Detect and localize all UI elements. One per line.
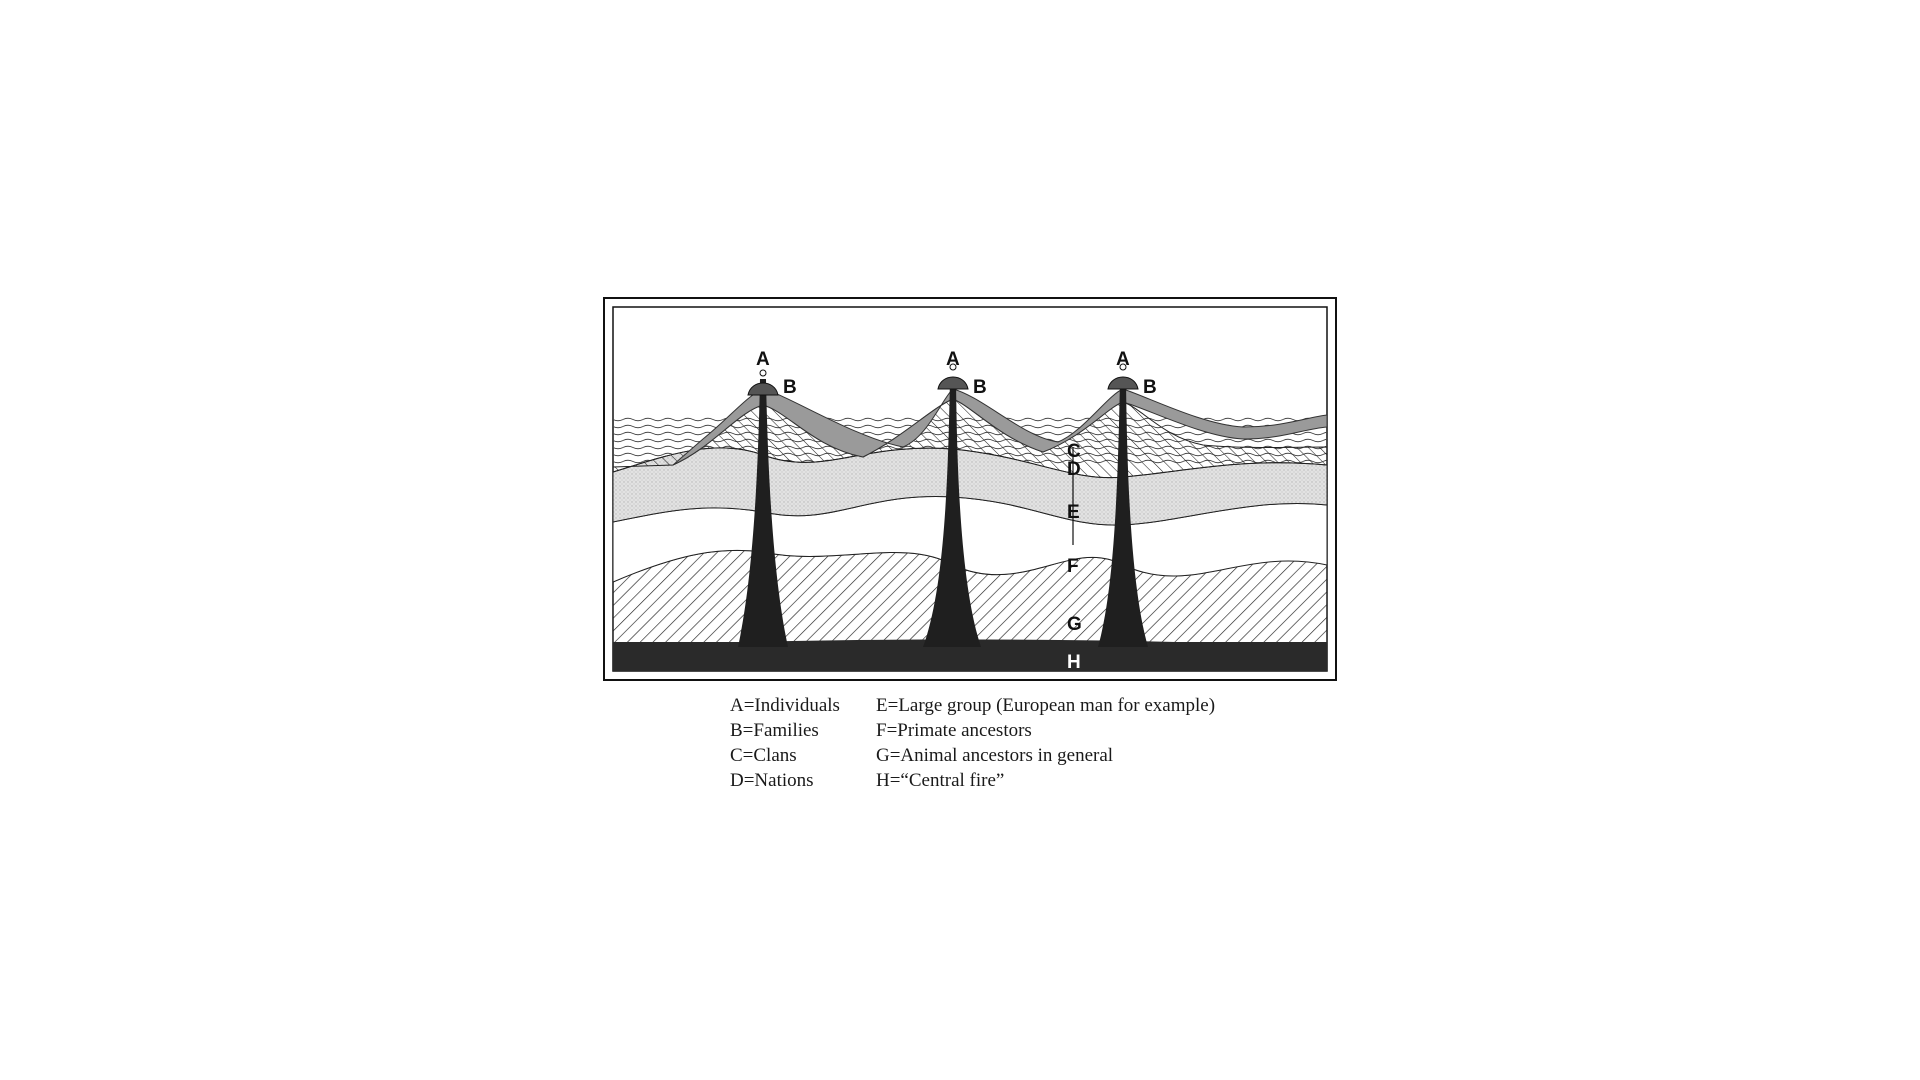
label-c: C xyxy=(1067,441,1081,462)
label-a-2: A xyxy=(946,349,960,370)
label-d: D xyxy=(1067,459,1081,480)
label-h: H xyxy=(1067,652,1081,673)
legend-entry-d: D=Nations xyxy=(730,770,814,791)
column-2 xyxy=(923,379,981,647)
column-3 xyxy=(1098,379,1148,647)
label-f: F xyxy=(1067,556,1079,577)
individual-marker-2 xyxy=(949,363,957,371)
label-b-2: B xyxy=(973,377,987,398)
label-a-3: A xyxy=(1116,349,1130,370)
label-b-1: B xyxy=(783,377,797,398)
label-b-3: B xyxy=(1143,377,1157,398)
legend-entry-g: G=Animal ancestors in general xyxy=(876,745,1114,766)
legend-entry-a: A=Individuals xyxy=(730,695,840,716)
layer-c-clans xyxy=(672,388,1327,466)
legend-entry-f: F=Primate ancestors xyxy=(876,720,1032,741)
collective-unconscious-diagram: A B A B A B C D E F G H xyxy=(603,297,1337,681)
family-dome-1 xyxy=(747,382,779,396)
family-dome-3 xyxy=(1107,376,1139,390)
individual-marker-3 xyxy=(1119,363,1127,371)
label-a-1: A xyxy=(756,349,770,370)
legend-entry-b: B=Families xyxy=(730,720,819,741)
label-g: G xyxy=(1067,614,1082,635)
column-1 xyxy=(738,379,788,647)
legend-entry-e: E=Large group (European man for example) xyxy=(876,695,1216,716)
individual-marker-1 xyxy=(759,369,767,377)
label-e: E xyxy=(1067,502,1080,523)
family-dome-2 xyxy=(937,376,969,390)
legend-entry-h: H=“Central fire” xyxy=(876,770,1005,791)
legend-entry-c: C=Clans xyxy=(730,745,797,766)
legend: A=Individuals E=Large group (European ma… xyxy=(730,695,1290,791)
